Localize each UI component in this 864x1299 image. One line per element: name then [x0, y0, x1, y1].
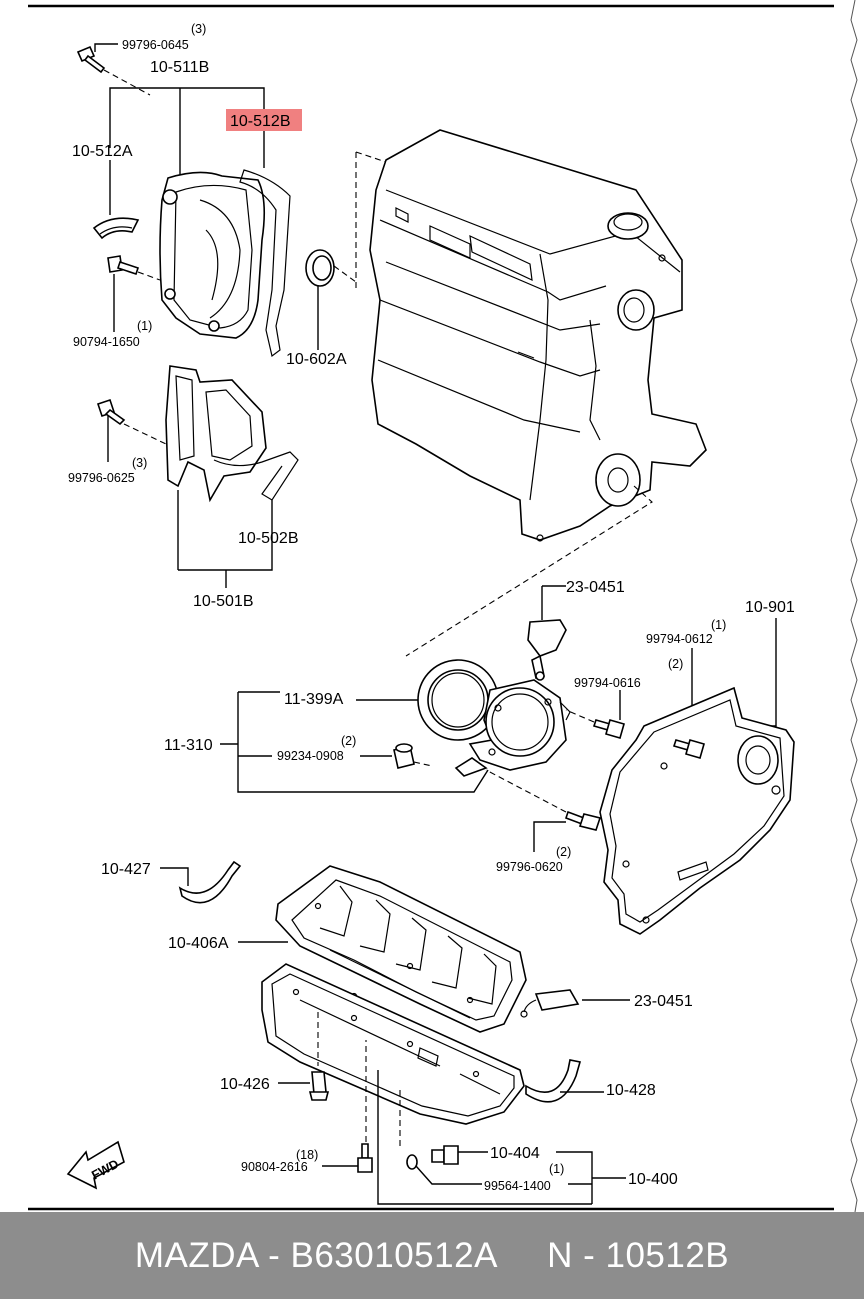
seal-10-427 — [178, 860, 242, 904]
bolt-99794-0612 — [672, 739, 705, 759]
part-10-426: 10-426 — [220, 1076, 270, 1093]
qty-99794-0612: (1) — [711, 618, 726, 632]
part-23-0451-top: 23-0451 — [566, 579, 625, 596]
part-99234-0908: 99234-0908 — [277, 749, 344, 763]
bolt-99796-0620 — [564, 810, 602, 831]
part-10-511B: 10-511B — [150, 59, 209, 76]
qty-99796-0645: (3) — [191, 22, 206, 36]
qty-99234-0908: (2) — [341, 734, 356, 748]
qty-90804-2616: (18) — [296, 1148, 318, 1162]
part-10-502B: 10-502B — [238, 530, 299, 547]
part-90794-1650: 90794-1650 — [73, 335, 140, 349]
seal-10-428 — [525, 1059, 582, 1103]
part-11-310: 11-310 — [164, 737, 213, 754]
cover-seal-10-512A — [92, 217, 140, 240]
part-99564-1400: 99564-1400 — [484, 1179, 551, 1193]
qty-99796-0620: (2) — [556, 845, 571, 859]
sensor-23-0451-top — [527, 619, 567, 681]
seal-housing-11-310 — [454, 679, 571, 777]
end-plate-10-901 — [599, 686, 795, 935]
qty-99796-0625: (3) — [132, 456, 147, 470]
bolt-99794-0616 — [592, 719, 625, 739]
part-10-406A: 10-406A — [168, 935, 229, 952]
oil-seal-11-399A — [417, 659, 499, 741]
bolt-90804-2616 — [357, 1143, 373, 1173]
part-10-602A: 10-602A — [286, 351, 347, 368]
qty-99794-0616: (2) — [668, 657, 683, 671]
footer-part-number: MAZDA - B63010512A N - 10512B — [134, 1235, 730, 1275]
engine-block — [369, 129, 707, 542]
part-10-427: 10-427 — [101, 861, 151, 878]
torn-edge — [850, 0, 858, 1213]
part-99794-0612: 99794-0612 — [646, 632, 713, 646]
drain-plug-10-404 — [431, 1145, 459, 1165]
washer-99564-1400 — [406, 1154, 418, 1170]
oil-pan-upper-10-406A — [275, 865, 527, 1033]
part-23-0451-bottom: 23-0451 — [634, 993, 693, 1010]
timing-cover-gasket — [239, 169, 291, 358]
oil-seal-10-602A — [305, 249, 335, 287]
oil-pan-lower — [261, 963, 525, 1125]
dowel-99234-0908 — [393, 743, 415, 769]
qty-90794-1650: (1) — [137, 319, 152, 333]
timing-cover-upper — [159, 171, 266, 339]
part-10-512B: 10-512B — [230, 113, 291, 130]
footer-bar: MAZDA - B63010512A N - 10512B — [0, 1212, 864, 1299]
bolt-90794-1650 — [107, 255, 140, 276]
highlight-10-512B — [226, 109, 302, 131]
part-10-501B: 10-501B — [193, 593, 254, 610]
part-99796-0645: 99796-0645 — [122, 38, 189, 52]
sensor-23-0451-bottom — [520, 989, 580, 1018]
part-10-512A: 10-512A — [72, 143, 133, 160]
fwd-arrow-icon: FWD — [66, 1140, 125, 1190]
part-10-404: 10-404 — [490, 1145, 540, 1162]
part-90804-2616: 90804-2616 — [241, 1160, 308, 1174]
bolt-99796-0625 — [96, 398, 126, 426]
part-99796-0620: 99796-0620 — [496, 860, 563, 874]
part-99794-0616: 99794-0616 — [574, 676, 641, 690]
plug-10-426 — [308, 1071, 330, 1101]
qty-99564-1400: (1) — [549, 1162, 564, 1176]
bolt-99796-0645 — [76, 45, 106, 74]
part-10-901: 10-901 — [745, 599, 795, 616]
timing-cover-lower — [165, 365, 299, 503]
part-99796-0625: 99796-0625 — [68, 471, 135, 485]
part-10-400: 10-400 — [628, 1171, 678, 1188]
part-11-399A: 11-399A — [284, 691, 344, 708]
part-10-428: 10-428 — [606, 1082, 656, 1099]
